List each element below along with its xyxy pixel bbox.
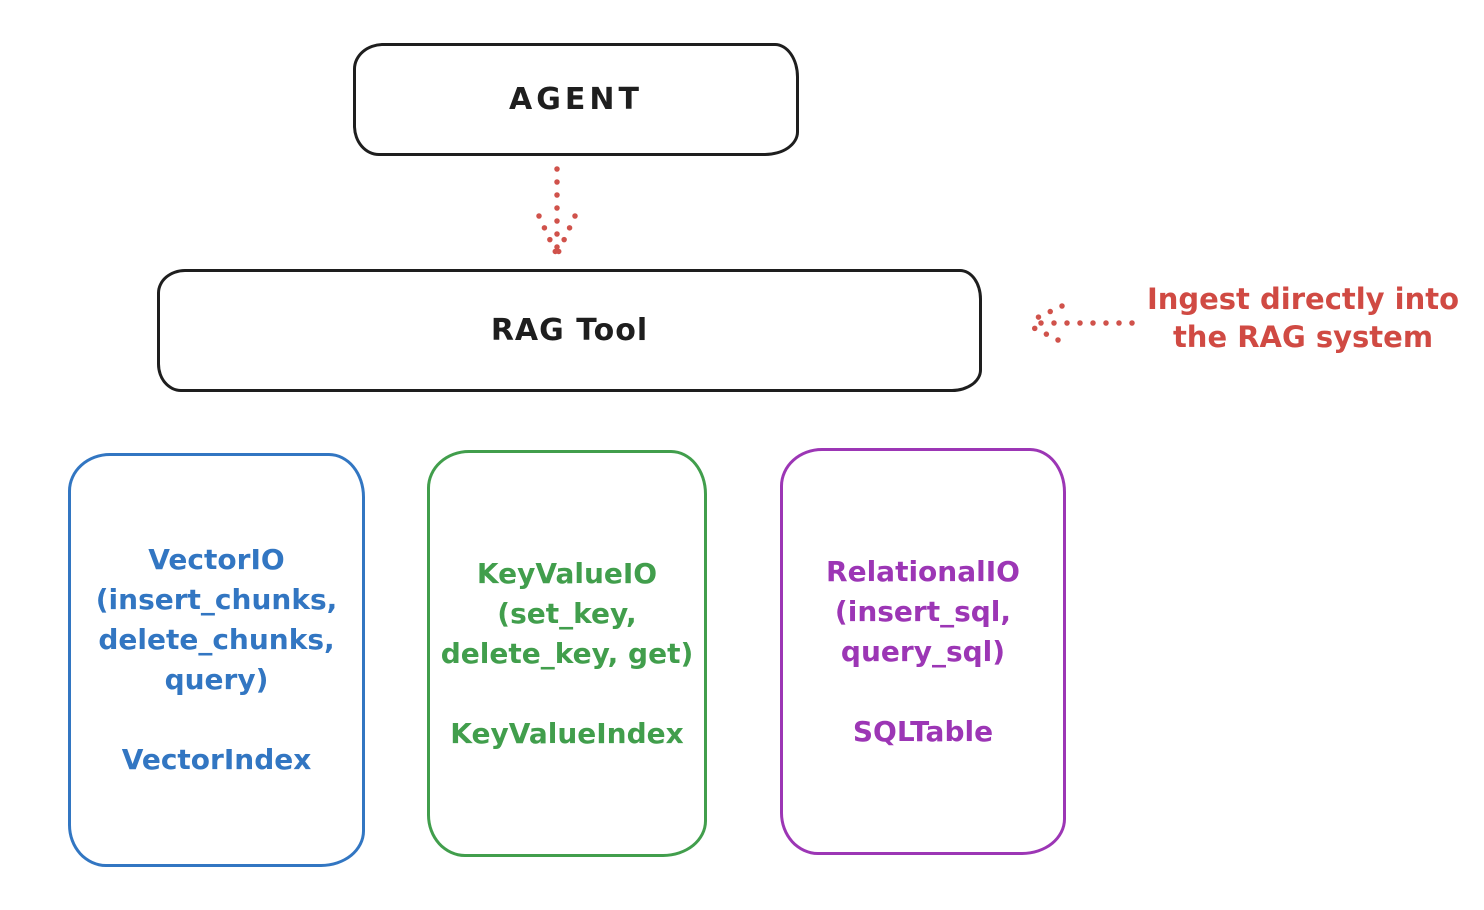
backend-index-label: SQLTable [852,714,994,748]
backend-index-label: VectorIndex [121,743,312,776]
backend-lines: KeyValueIO (set_key, delete_key, get) [441,554,694,674]
annotation-arrow-icon [1025,303,1135,343]
rag-tool-label: RAG Tool [490,313,649,348]
backend-method-line: delete_chunks, [98,623,335,656]
backend-title: RelationalIO [826,554,1020,588]
annotation-line-1: Ingest directly into [1146,282,1460,316]
agent-label: AGENT [509,82,643,117]
backend-index-label: KeyValueIndex [450,716,684,750]
relational-io-node: RelationalIO (insert_sql, query_sql) SQL… [780,448,1066,855]
backend-method-line: (set_key, [497,596,637,630]
backend-method-line: (insert_chunks, [95,583,338,616]
backend-title: VectorIO [148,543,285,576]
agent-to-rag-arrow-icon [536,166,578,256]
annotation-text: Ingest directly into the RAG system [1133,280,1473,356]
keyvalue-io-node: KeyValueIO (set_key, delete_key, get) Ke… [427,450,707,857]
backend-lines: RelationalIO (insert_sql, query_sql) [826,552,1020,672]
agent-node: AGENT [353,43,799,156]
backend-method-line: delete_key, get) [440,636,694,670]
annotation-line-2: the RAG system [1172,320,1434,354]
backend-method-line: query) [164,663,269,696]
rag-tool-node: RAG Tool [157,269,982,392]
backend-method-line: query_sql) [840,634,1006,668]
backend-lines: VectorIO (insert_chunks, delete_chunks, … [96,540,338,700]
backend-title: KeyValueIO [476,556,658,590]
backend-method-line: (insert_sql, [834,594,1012,628]
vector-io-node: VectorIO (insert_chunks, delete_chunks, … [68,453,365,867]
